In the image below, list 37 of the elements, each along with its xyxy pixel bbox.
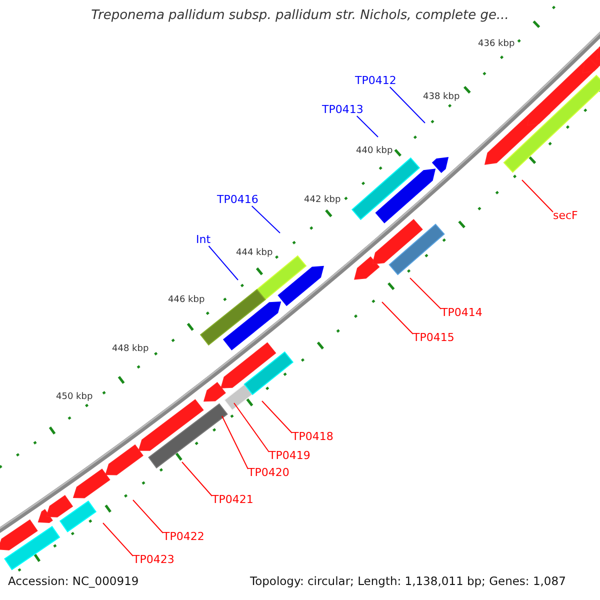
leader-line (522, 180, 554, 212)
position-label: 436 kbp (478, 40, 515, 50)
gene-name: TP0422 (163, 531, 204, 544)
position-label: 446 kbp (168, 296, 205, 306)
gene-name: TP0423 (133, 554, 174, 566)
leader-line (356, 116, 378, 138)
gene-name: TP0415 (413, 332, 454, 344)
position-label: 442 kbp (304, 196, 341, 206)
gene-name: TP0413 (322, 104, 364, 116)
gene-name: TP0416 (217, 194, 258, 206)
gene-name: TP0421 (212, 494, 254, 506)
leader-line (208, 246, 238, 280)
leader-line (382, 302, 414, 334)
footer-text: Accession: NC_000919 (8, 575, 139, 588)
gene-name: TP0419 (269, 450, 310, 462)
title: Treponema pallidum subsp. pallidum str. Nichols, complete ge... (90, 9, 510, 24)
leader-line (410, 278, 442, 310)
leader-line (182, 462, 212, 496)
position-label: 440 kbp (356, 147, 393, 157)
leader-line (262, 400, 292, 434)
leader-line (132, 500, 164, 534)
gene-name: TP0420 (248, 467, 290, 480)
leader-line (251, 206, 280, 234)
gene-name: Int (196, 234, 211, 246)
footer-text: Topology: circular; Length: 1,138,011 bp; Genes: 1,087 (250, 575, 566, 588)
leader-line (102, 522, 134, 556)
gene-name: secF (553, 210, 578, 222)
leader-line (389, 86, 426, 124)
gene-name: TP0418 (292, 431, 334, 444)
position-label: 438 kbp (423, 93, 460, 103)
position-label: 444 kbp (236, 249, 273, 259)
leader-line (234, 402, 270, 452)
gene-name: TP0412 (355, 75, 396, 88)
gene-name: TP0414 (441, 307, 482, 320)
leader-line (222, 416, 248, 470)
position-label: 448 kbp (112, 345, 149, 355)
position-label: 450 kbp (56, 393, 93, 403)
